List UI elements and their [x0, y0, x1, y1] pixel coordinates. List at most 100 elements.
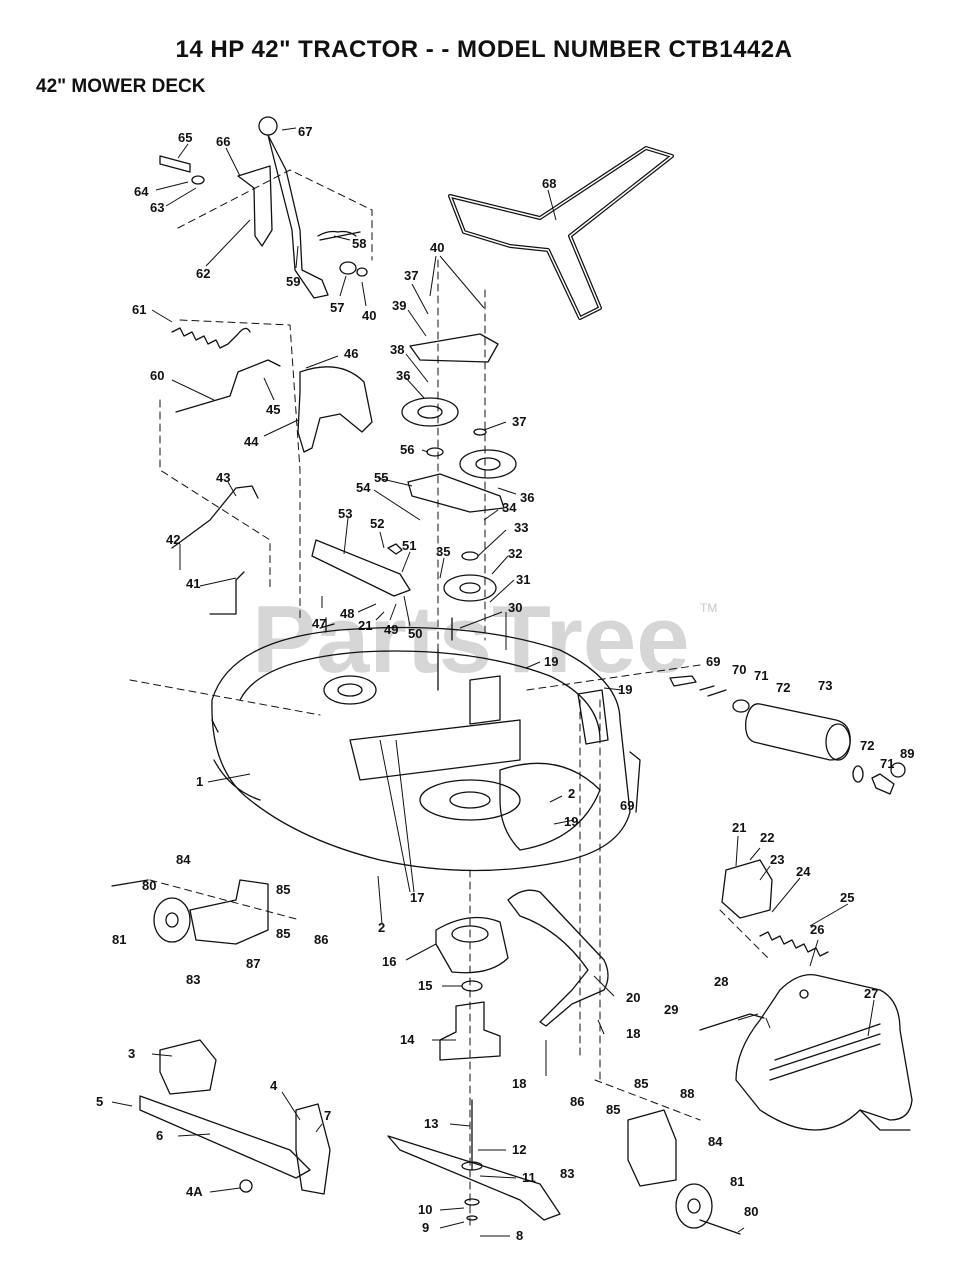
callout-63: 63 — [150, 200, 164, 215]
gauge-wheel-right — [627, 1109, 741, 1235]
callout-11: 11 — [522, 1170, 536, 1185]
callout-40: 40 — [362, 308, 376, 323]
deck-bracket — [577, 689, 609, 745]
callout-53: 53 — [338, 506, 352, 521]
callout-84: 84 — [176, 852, 191, 867]
callout-57: 57 — [330, 300, 344, 315]
section-subtitle: 42" MOWER DECK — [36, 76, 206, 97]
callout-40: 40 — [430, 240, 444, 255]
callout-22: 22 — [760, 830, 774, 845]
callout-14: 14 — [400, 1032, 415, 1047]
callout-39: 39 — [392, 298, 406, 313]
callout-43: 43 — [216, 470, 230, 485]
callout-35: 35 — [436, 544, 450, 559]
rod-part — [629, 751, 641, 813]
callout-71: 71 — [754, 668, 768, 683]
callout-69: 69 — [706, 654, 720, 669]
anti-scalp-roller — [669, 675, 906, 795]
spindle-pulley — [443, 574, 497, 602]
callout-24: 24 — [796, 864, 811, 879]
stabilizer-bracket — [507, 889, 609, 1027]
callout-85: 85 — [276, 882, 290, 897]
idler-bracket — [409, 333, 499, 363]
spring-part — [171, 327, 251, 349]
callout-56: 56 — [400, 442, 414, 457]
callout-19: 19 — [564, 814, 578, 829]
callout-29: 29 — [664, 1002, 678, 1017]
callout-15: 15 — [418, 978, 432, 993]
callout-31: 31 — [516, 572, 530, 587]
callout-55: 55 — [374, 470, 388, 485]
callout-4A: 4A — [186, 1184, 203, 1199]
callout-84: 84 — [708, 1134, 723, 1149]
chute-bracket — [721, 859, 773, 919]
callout-28: 28 — [714, 974, 728, 989]
callout-71: 71 — [880, 756, 894, 771]
callout-30: 30 — [508, 600, 522, 615]
watermark-text: PartsTree — [252, 586, 690, 693]
callout-6: 6 — [156, 1128, 163, 1143]
callout-87: 87 — [246, 956, 260, 971]
lift-link — [159, 1039, 217, 1095]
callout-85: 85 — [634, 1076, 648, 1091]
callout-36: 36 — [396, 368, 410, 383]
callout-9: 9 — [422, 1220, 429, 1235]
idler-arm — [407, 473, 505, 513]
callout-26: 26 — [810, 922, 824, 937]
callout-37: 37 — [404, 268, 418, 283]
callout-83: 83 — [560, 1166, 574, 1181]
callout-4: 4 — [270, 1078, 278, 1093]
callout-83: 83 — [186, 972, 200, 987]
deck-hanger-bracket — [295, 1103, 331, 1195]
callout-25: 25 — [840, 890, 854, 905]
drive-belt — [448, 146, 674, 320]
callout-12: 12 — [512, 1142, 526, 1157]
callout-73: 73 — [818, 678, 832, 693]
callout-61: 61 — [132, 302, 146, 317]
callout-48: 48 — [340, 606, 354, 621]
assembly-lines — [129, 169, 771, 1231]
callout-7: 7 — [324, 1108, 331, 1123]
callout-54: 54 — [356, 480, 371, 495]
callout-81: 81 — [730, 1174, 744, 1189]
callout-10: 10 — [418, 1202, 432, 1217]
callout-27: 27 — [864, 986, 878, 1001]
callout-51: 51 — [402, 538, 416, 553]
callout-52: 52 — [370, 516, 384, 531]
callout-3: 3 — [128, 1046, 135, 1061]
chute-spring — [759, 931, 829, 957]
leader-lines — [111, 127, 875, 1237]
diagram-title: 14 HP 42" TRACTOR - - MODEL NUMBER CTB14… — [175, 36, 793, 63]
callout-88: 88 — [680, 1086, 694, 1101]
spring-bracket — [311, 539, 411, 597]
callout-32: 32 — [508, 546, 522, 561]
callout-18: 18 — [512, 1076, 526, 1091]
callout-62: 62 — [196, 266, 210, 281]
callout-60: 60 — [150, 368, 164, 383]
callout-67: 67 — [298, 124, 312, 139]
callout-34: 34 — [502, 500, 517, 515]
discharge-chute — [735, 973, 913, 1131]
callout-16: 16 — [382, 954, 396, 969]
callout-80: 80 — [744, 1204, 758, 1219]
callout-86: 86 — [314, 932, 328, 947]
callout-8: 8 — [516, 1228, 523, 1243]
callout-21: 21 — [732, 820, 746, 835]
callout-58: 58 — [352, 236, 366, 251]
callout-80: 80 — [142, 878, 156, 893]
callout-17: 17 — [410, 890, 424, 905]
callout-23: 23 — [770, 852, 784, 867]
callout-33: 33 — [514, 520, 528, 535]
callout-20: 20 — [626, 990, 640, 1005]
idler-pulley — [459, 449, 517, 479]
gauge-wheel-left — [111, 879, 269, 945]
callout-70: 70 — [732, 662, 746, 677]
callout-2: 2 — [378, 920, 385, 935]
rod-part — [209, 571, 245, 615]
lift-handle-assembly — [159, 116, 368, 299]
callout-41: 41 — [186, 576, 200, 591]
chute-rod — [699, 1013, 765, 1031]
callout-36: 36 — [520, 490, 534, 505]
callout-72: 72 — [860, 738, 874, 753]
callout-86: 86 — [570, 1094, 584, 1109]
